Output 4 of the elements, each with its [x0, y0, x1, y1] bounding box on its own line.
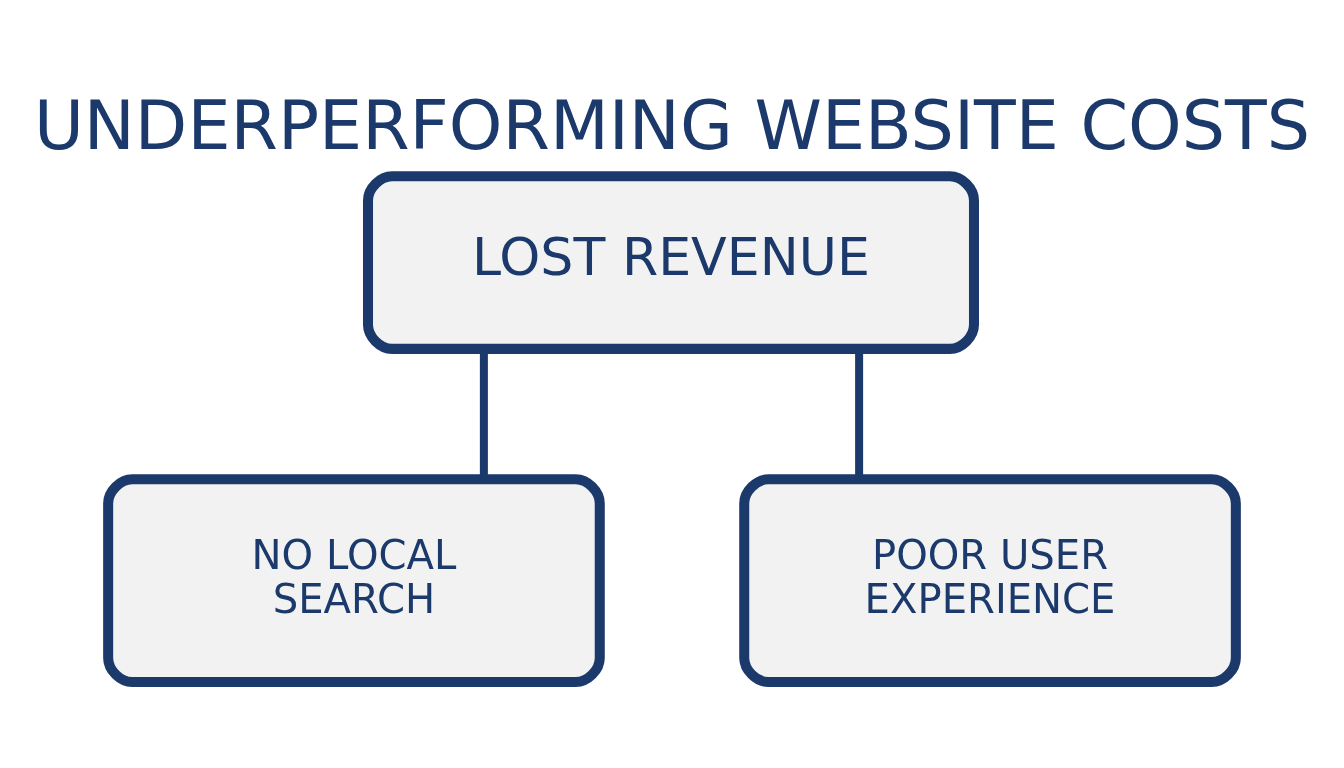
node-box: POOR USER EXPERIENCE — [739, 474, 1241, 687]
node-box: LOST REVENUE — [363, 171, 979, 354]
diagram-title: UNDERPERFORMING WEBSITE COSTS — [33, 85, 1311, 165]
node-box: NO LOCAL SEARCH — [103, 474, 605, 687]
